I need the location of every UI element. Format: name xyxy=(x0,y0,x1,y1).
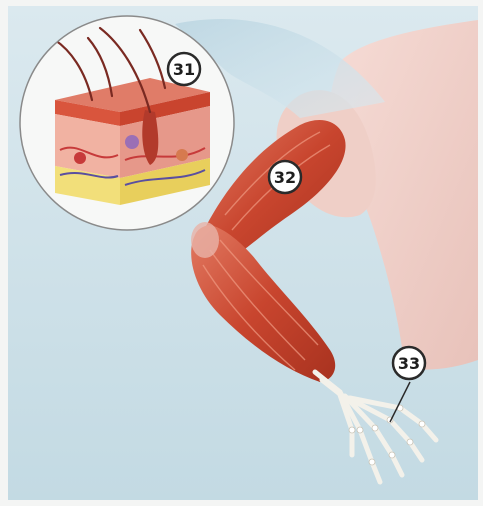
callout-33: 33 xyxy=(393,347,425,379)
callout-31: 31 xyxy=(168,53,200,85)
callout-label-32: 32 xyxy=(274,168,296,187)
skin-cross-section-magnifier xyxy=(20,16,234,230)
callout-32: 32 xyxy=(269,161,301,193)
callout-label-31: 31 xyxy=(173,60,195,79)
callout-label-33: 33 xyxy=(398,354,420,373)
elbow-highlight xyxy=(191,222,219,258)
